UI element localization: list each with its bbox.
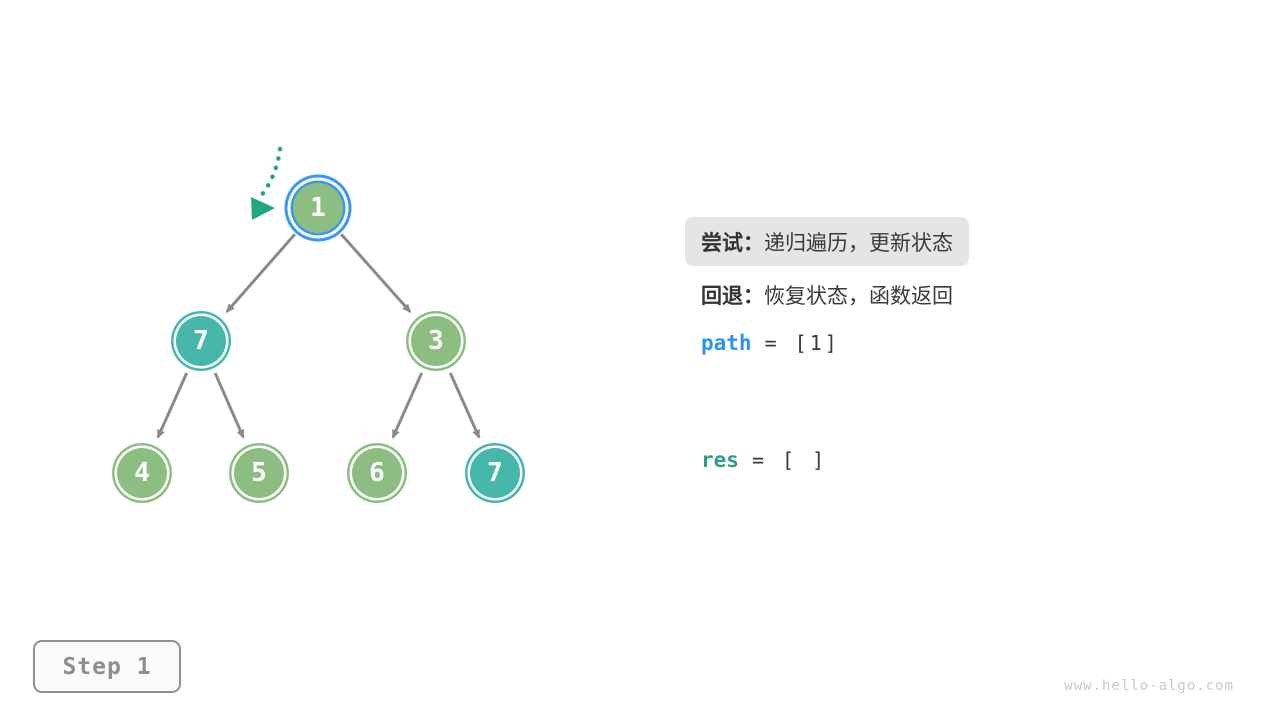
- edge-3-6: [391, 372, 424, 439]
- hint-backtrack: 回退：恢复状态，函数返回: [701, 280, 953, 310]
- node-label: 1: [310, 193, 326, 223]
- node-label: 7: [193, 326, 209, 356]
- hint-try-text: 递归遍历，更新状态: [764, 231, 953, 255]
- tree-node-3: 3: [411, 316, 461, 366]
- tree-node-7-right: 7: [470, 448, 520, 498]
- node-label: 4: [134, 458, 150, 488]
- hint-backtrack-label: 回退：: [701, 285, 764, 308]
- variable-path-value: = [1]: [764, 331, 840, 355]
- variable-res: res = [ ]: [701, 448, 827, 472]
- variable-path: path = [1]: [701, 331, 840, 355]
- edge-1-3: [340, 233, 412, 313]
- edge-1-7: [225, 233, 297, 313]
- variable-res-name: res: [701, 448, 739, 472]
- hint-try-label: 尝试：: [701, 231, 764, 255]
- hint-try: 尝试：递归遍历，更新状态: [685, 217, 969, 266]
- current-pointer-icon: [251, 146, 283, 220]
- step-badge-label: Step 1: [62, 653, 152, 680]
- edge-7-4: [156, 372, 189, 439]
- variable-res-value: = [ ]: [751, 448, 828, 472]
- tree-node-4: 4: [117, 448, 167, 498]
- tree-node-6: 6: [352, 448, 402, 498]
- watermark: www.hello-algo.com: [1064, 678, 1234, 694]
- tree-edges: [156, 233, 481, 439]
- edge-7-5: [213, 372, 245, 439]
- tree-node-1-current: 1: [293, 183, 343, 233]
- node-label: 7: [487, 458, 503, 488]
- tree-node-7-left: 7: [176, 316, 226, 366]
- node-label: 3: [428, 326, 444, 356]
- hint-backtrack-text: 恢复状态，函数返回: [764, 285, 953, 308]
- tree-node-5: 5: [234, 448, 284, 498]
- node-label: 5: [251, 458, 267, 488]
- step-badge: Step 1: [33, 640, 181, 693]
- variable-path-name: path: [701, 331, 752, 355]
- edge-3-7: [448, 372, 481, 439]
- node-label: 6: [369, 458, 385, 488]
